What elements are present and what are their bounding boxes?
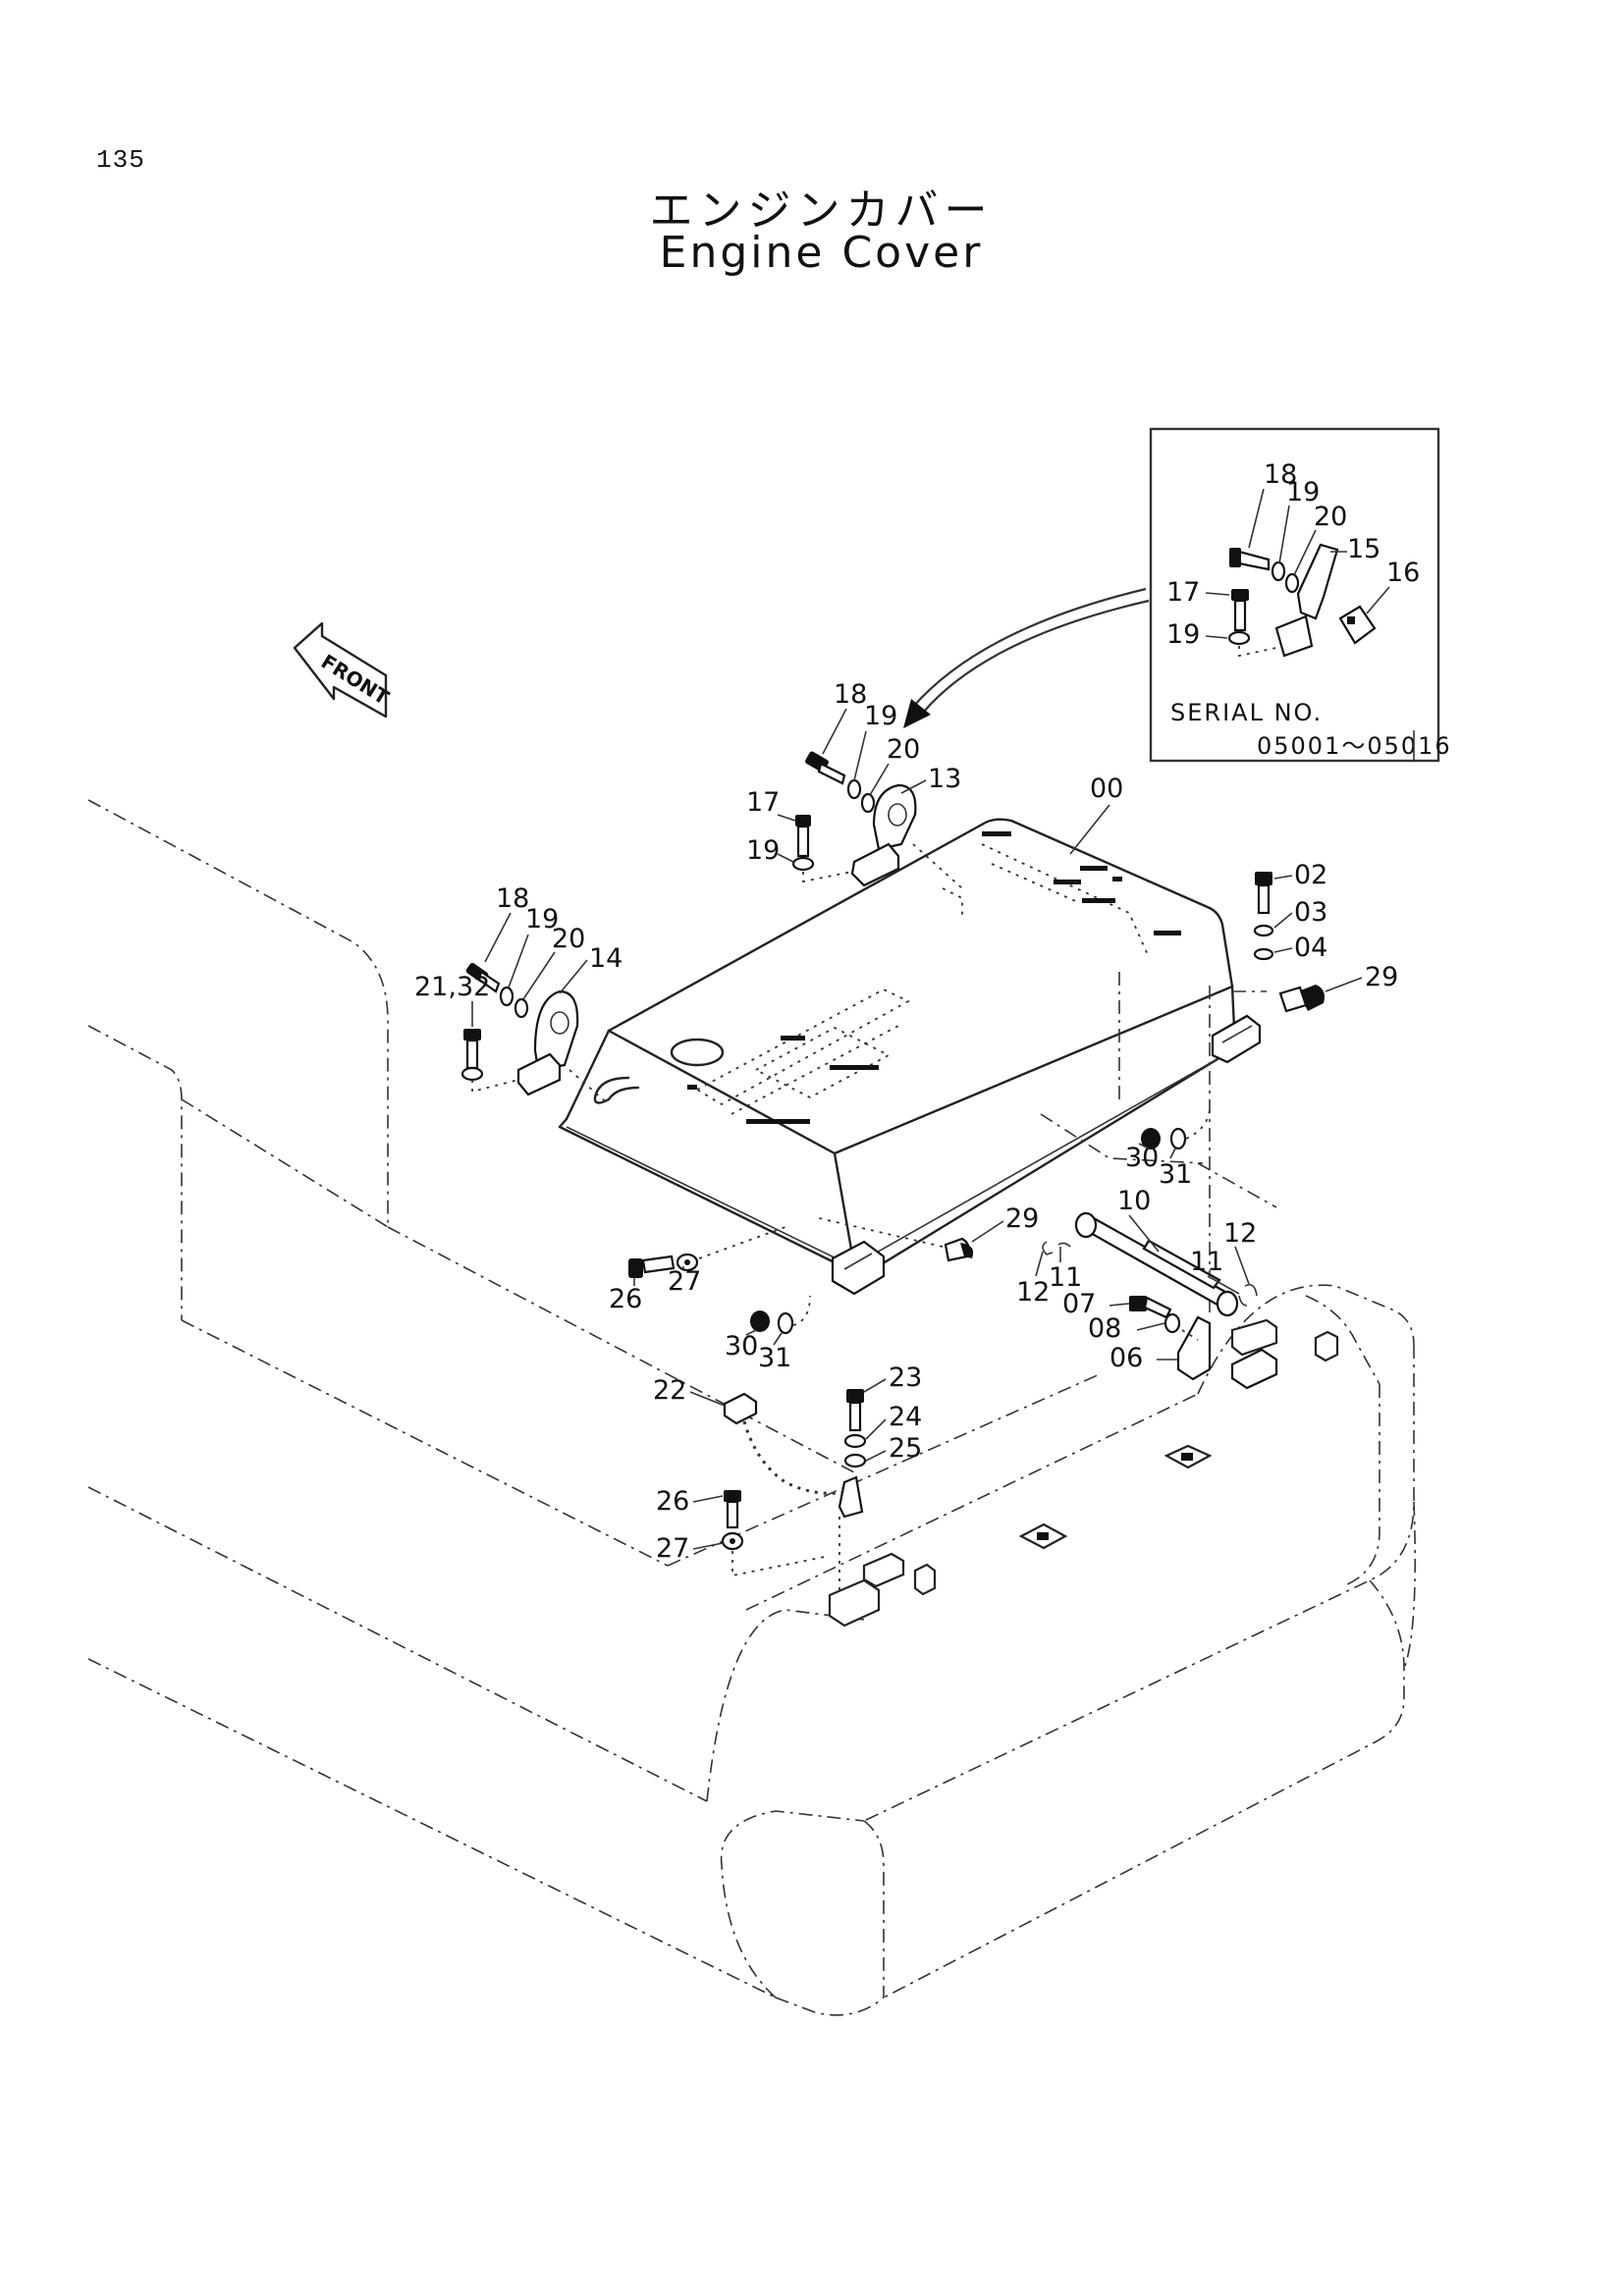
page-number: 135 (96, 145, 145, 175)
callout-03: 03 (1294, 897, 1327, 928)
callout-31-lower: 31 (758, 1343, 791, 1373)
vent-holes (687, 831, 1181, 1124)
callout-07: 07 (1062, 1289, 1096, 1319)
callout-08: 08 (1088, 1313, 1121, 1344)
left-fasteners (628, 1216, 974, 1335)
callout-labels: 00 02 03 04 29 13 20 19 18 17 19 14 20 1… (414, 679, 1398, 1564)
inset-serial-range: 05001～05016 (1257, 732, 1452, 760)
callout-18-left: 18 (496, 883, 529, 914)
inset-callout-17: 17 (1166, 577, 1200, 608)
inset-callout-19: 19 (1286, 477, 1320, 507)
callout-27-upper: 27 (668, 1266, 701, 1297)
callout-12-right: 12 (1223, 1218, 1257, 1249)
inset-callout-19b: 19 (1166, 619, 1200, 650)
right-fasteners (1253, 872, 1325, 1013)
callout-30-lower: 30 (725, 1331, 758, 1362)
callout-21-32: 21,32 (414, 972, 490, 1002)
callout-27-lower: 27 (656, 1533, 689, 1564)
inset-serial-label: SERIAL NO. (1170, 699, 1323, 726)
title-english: Engine Cover (659, 228, 984, 278)
front-arrow: FRONT (293, 621, 394, 719)
cover-hinges (831, 1014, 1262, 1296)
machine-body (87, 799, 1417, 2016)
callout-26-upper: 26 (609, 1284, 642, 1314)
callout-29-right: 29 (1365, 962, 1398, 992)
hinge-assembly-14 (460, 962, 610, 1105)
callout-20-left: 20 (552, 924, 585, 954)
callout-10: 10 (1117, 1186, 1151, 1216)
callout-17-top: 17 (746, 787, 780, 818)
inset-callout-16: 16 (1386, 558, 1420, 588)
callout-06: 06 (1109, 1343, 1143, 1373)
inset-callout-15: 15 (1347, 534, 1380, 564)
chain-assembly (721, 1389, 867, 1590)
callout-31-upper: 31 (1159, 1159, 1192, 1190)
gas-spring-assembly (1042, 1211, 1278, 1390)
inset-callout-18: 18 (1264, 459, 1297, 490)
callout-00: 00 (1090, 774, 1123, 804)
callout-11-left: 11 (1049, 1262, 1082, 1293)
hinge-assembly-13 (791, 751, 963, 889)
title-japanese: エンジンカバー (649, 186, 994, 236)
callout-30-upper: 30 (1125, 1143, 1159, 1173)
callout-26-lower: 26 (656, 1486, 689, 1517)
callout-22: 22 (653, 1375, 686, 1406)
callout-19-top-b: 19 (746, 835, 780, 866)
callout-23: 23 (889, 1362, 922, 1393)
nut-washer-30-31-upper (1141, 1108, 1211, 1150)
engine-cover (558, 818, 1277, 1315)
callout-20-top: 20 (887, 734, 920, 765)
callout-11-right: 11 (1190, 1247, 1223, 1277)
callout-19-left: 19 (525, 904, 559, 934)
inset-callout-20: 20 (1314, 502, 1347, 532)
callout-12-left: 12 (1016, 1277, 1050, 1308)
callout-14: 14 (589, 943, 622, 974)
inset-panel: SERIAL NO. 05001～05016 18 19 20 15 16 17… (903, 427, 1452, 763)
callout-02: 02 (1294, 860, 1327, 890)
callout-24: 24 (889, 1402, 922, 1432)
callout-25: 25 (889, 1433, 922, 1464)
callout-29-left: 29 (1005, 1203, 1039, 1234)
callout-18-top: 18 (834, 679, 867, 710)
callout-19-top: 19 (864, 701, 897, 731)
callout-13: 13 (928, 764, 961, 794)
callout-04: 04 (1294, 933, 1327, 963)
